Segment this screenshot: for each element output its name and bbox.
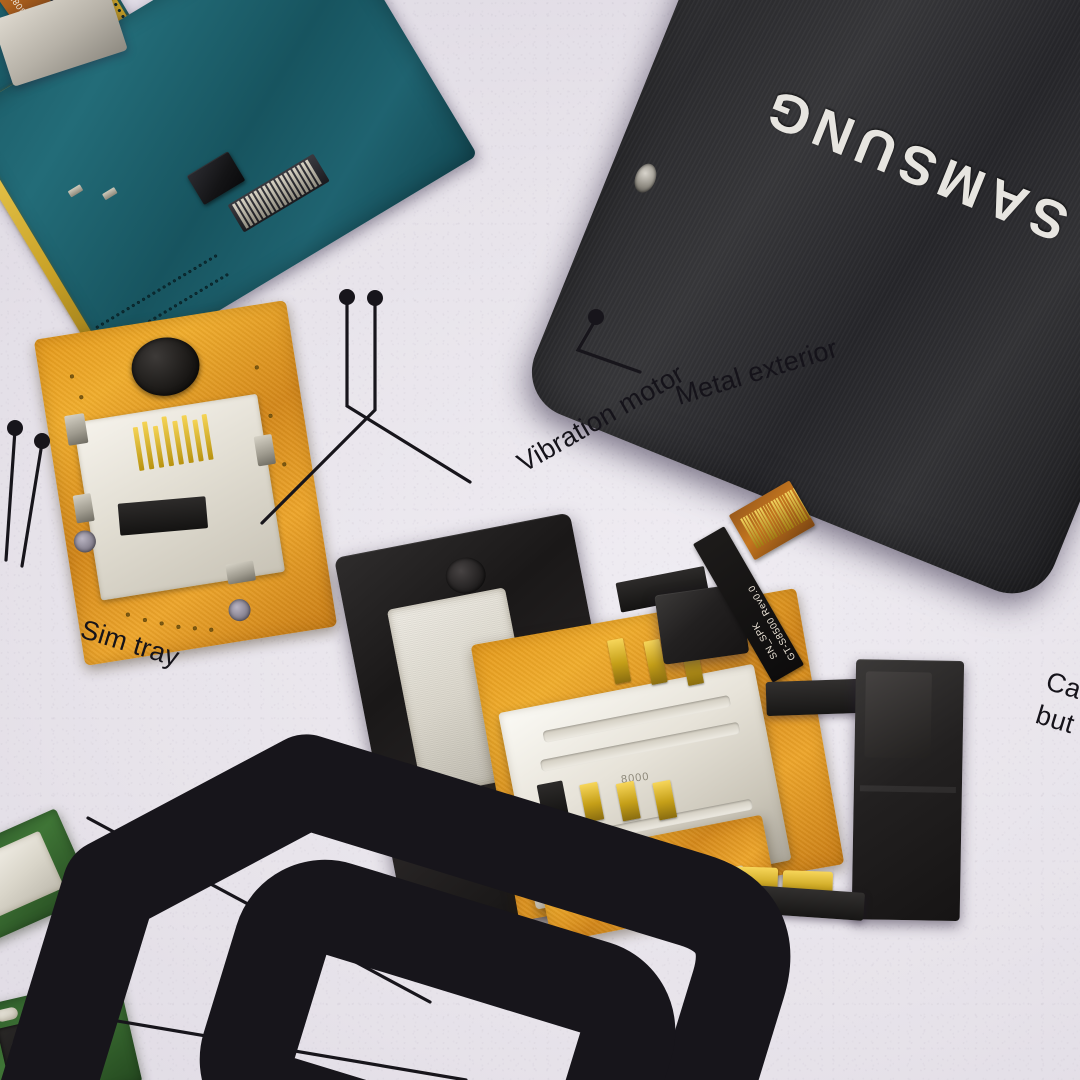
smd-resistor [67, 184, 84, 198]
sensor-window [0, 1006, 19, 1023]
sensor-window [0, 830, 65, 918]
module-seam [859, 785, 956, 793]
ribbon-pins [740, 488, 811, 549]
part-speaker-sim-assembly: 8000 SN_SPK GT-S8500 Rev0.0 [333, 454, 1023, 1016]
ribbon-connector-head [728, 480, 816, 561]
camera-button-module [851, 659, 965, 922]
lower-antenna-arm [713, 882, 866, 921]
module-notch [864, 671, 932, 759]
part-sim-tray-board [33, 300, 338, 666]
chip-ic [186, 151, 246, 206]
smd-resistor [102, 187, 118, 201]
